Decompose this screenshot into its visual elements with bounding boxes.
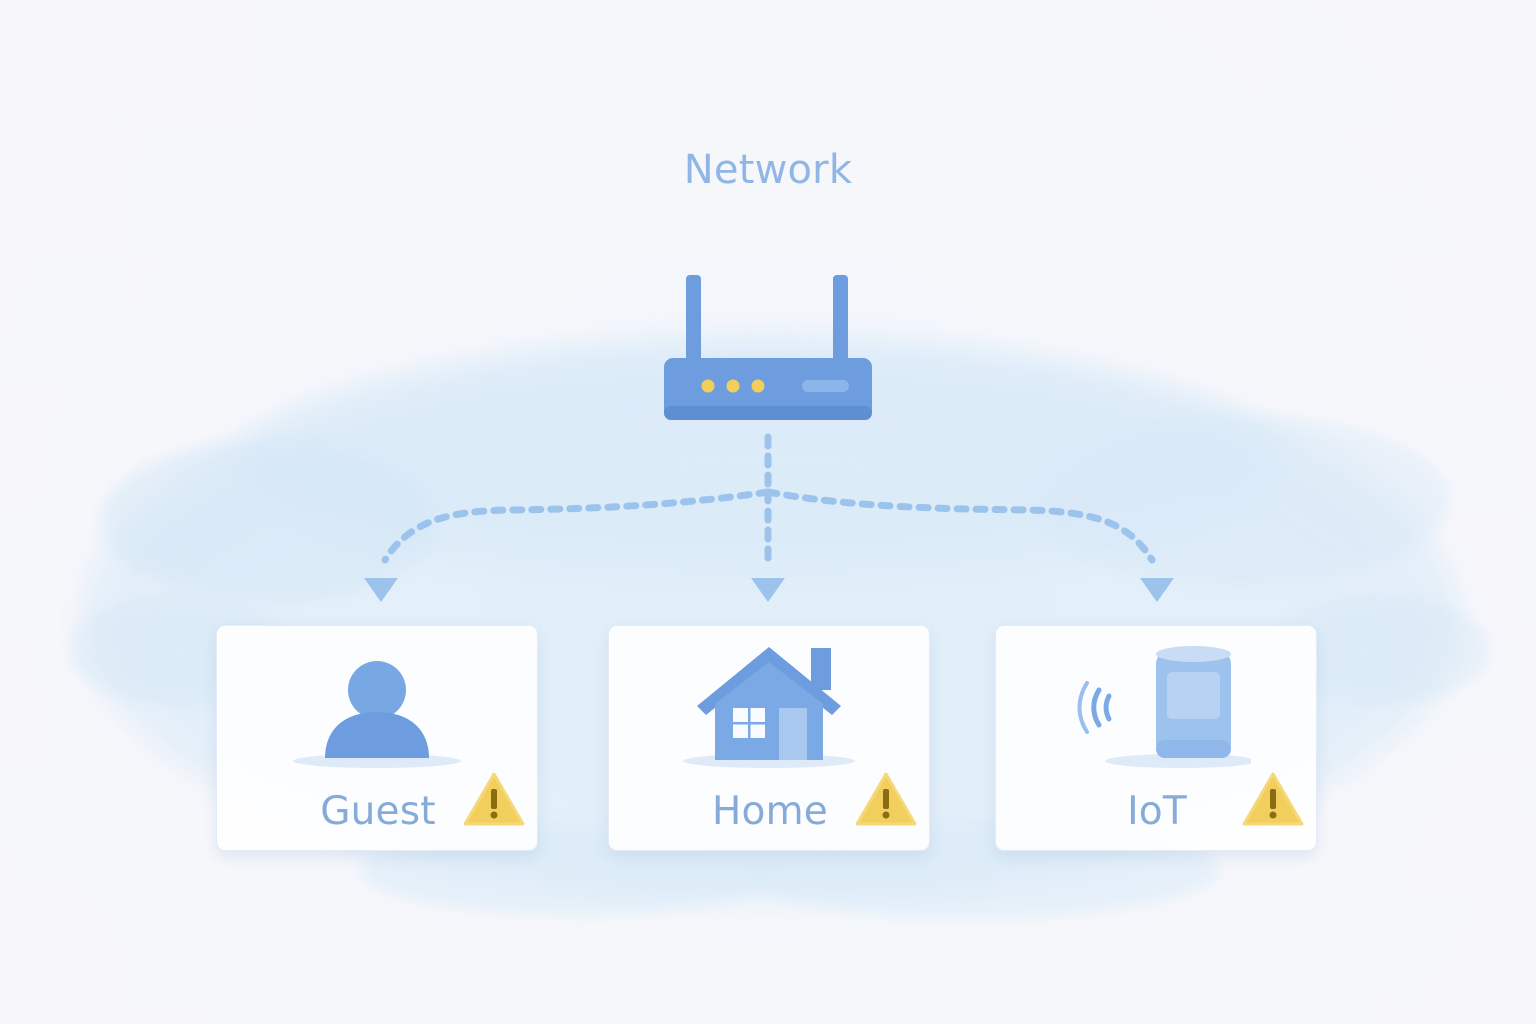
warning-icon — [855, 772, 917, 826]
diagram-title: Network — [683, 147, 853, 193]
warning-icon — [1242, 772, 1304, 826]
iot-sensor-icon — [1077, 646, 1251, 768]
house-icon — [683, 647, 855, 768]
segment-label: Guest — [320, 789, 436, 834]
segment-card-guest: Guest — [216, 625, 538, 851]
segment-card-home: Home — [608, 625, 930, 851]
segment-card-iot: IoT — [995, 625, 1317, 851]
segment-label: IoT — [1127, 789, 1187, 834]
segment-label: Home — [712, 789, 828, 834]
router-icon — [632, 275, 904, 426]
user-icon — [293, 661, 461, 768]
warning-icon — [463, 772, 525, 826]
